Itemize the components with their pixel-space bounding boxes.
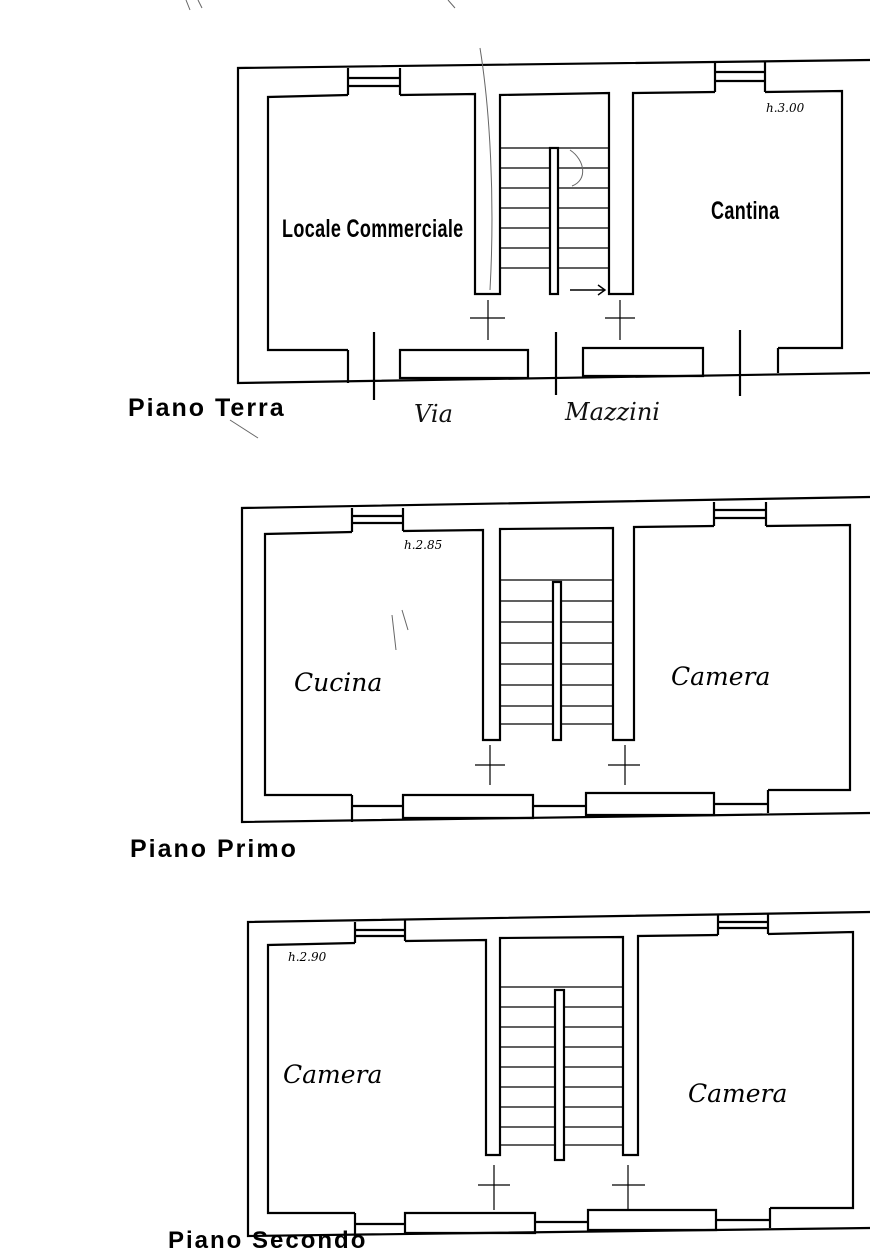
inner-wall bbox=[404, 933, 719, 1157]
floor-secondo-plan bbox=[246, 910, 871, 1238]
outer-wall bbox=[240, 495, 871, 824]
inner-wall bbox=[266, 93, 349, 352]
inner-wall bbox=[263, 530, 353, 797]
stair-steps bbox=[500, 986, 623, 1146]
outer-wall bbox=[246, 910, 871, 1238]
window bbox=[350, 502, 768, 532]
inner-wall bbox=[767, 930, 855, 1210]
height-label-secondo: h.2.90 bbox=[288, 950, 327, 964]
floor-primo-plan bbox=[240, 495, 871, 824]
street-label-via: Via bbox=[414, 400, 453, 428]
inner-wall bbox=[764, 89, 844, 350]
grid-cross bbox=[470, 300, 635, 340]
outer-wall bbox=[236, 58, 871, 385]
street-label-mazzini: Mazzini bbox=[565, 398, 660, 426]
front-wall-segments bbox=[353, 1208, 772, 1236]
inner-wall bbox=[266, 941, 356, 1215]
room-label-locale-commerciale: Locale Commerciale bbox=[282, 215, 464, 243]
room-label-cantina: Cantina bbox=[711, 197, 780, 225]
window bbox=[353, 914, 770, 943]
room-label-cucina: Cucina bbox=[294, 668, 383, 697]
stair-arrow bbox=[570, 284, 607, 296]
stair-rail bbox=[551, 580, 563, 742]
floor-label-piano-primo: Piano Primo bbox=[130, 835, 298, 863]
pencil-marks bbox=[185, 0, 584, 651]
height-label-primo: h.2.85 bbox=[404, 538, 443, 552]
grid-cross bbox=[475, 745, 640, 785]
floor-label-piano-terra: Piano Terra bbox=[128, 394, 286, 422]
stair-steps bbox=[500, 147, 609, 269]
room-label-camera-secondo-right: Camera bbox=[688, 1079, 788, 1108]
height-label-terra: h.3.00 bbox=[766, 101, 805, 115]
floor-terra-plan bbox=[236, 58, 871, 400]
front-wall-segments bbox=[350, 790, 770, 822]
window bbox=[346, 62, 767, 95]
door-marks bbox=[372, 330, 742, 400]
grid-cross bbox=[478, 1165, 645, 1210]
room-label-camera-secondo-left: Camera bbox=[283, 1060, 383, 1089]
inner-wall bbox=[765, 523, 852, 792]
stair-steps bbox=[500, 579, 613, 725]
room-label-camera-primo: Camera bbox=[671, 662, 771, 691]
front-wall-segments bbox=[346, 346, 780, 383]
stair-rail bbox=[548, 146, 560, 296]
stair-rail bbox=[553, 988, 566, 1162]
inner-wall bbox=[399, 90, 716, 296]
floor-label-piano-secondo: Piano Secondo bbox=[168, 1227, 368, 1254]
inner-wall bbox=[402, 524, 715, 742]
